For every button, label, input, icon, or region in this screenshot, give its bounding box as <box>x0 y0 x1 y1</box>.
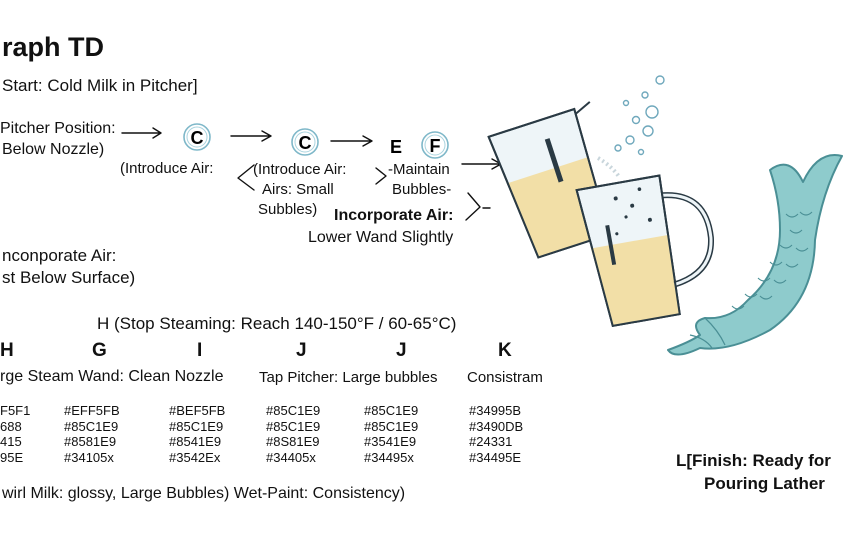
node-inconporate-air-line2: st Below Surface) <box>2 268 136 287</box>
color-code: #3542Ex <box>169 449 221 465</box>
node-letter: C <box>299 133 312 153</box>
color-code-list: #85C1E9 #85C1E9 #3541E9 #34495x <box>364 403 418 465</box>
color-code: #34995B <box>469 403 522 418</box>
color-code: 688 <box>0 418 22 434</box>
color-code: #34105x <box>64 449 114 465</box>
color-code: #BEF5FB <box>169 403 226 418</box>
color-code: #85C1E9 <box>266 418 321 434</box>
color-code: #85C1E9 <box>364 418 419 434</box>
color-code: #8541E9 <box>169 434 222 449</box>
node-incorporate-air-wand-line2: Lower Wand Slightly <box>308 229 454 246</box>
color-code: #3490DB <box>469 418 524 434</box>
color-code-list: #BEF5FB #85C1E9 #8541E9 #3542Ex <box>169 403 225 465</box>
node-letter: C <box>191 128 204 148</box>
color-code-list: #34995B #3490DB #24331 #34495E <box>469 403 523 465</box>
column-label: Tap Pitcher: Large bubbles <box>259 369 438 386</box>
color-code-list: F5F1 688 415 95E <box>0 403 30 465</box>
color-code-list: #85C1E9 #85C1E9 #8S81E9 #34405x <box>266 403 320 465</box>
color-code: #85C1E9 <box>64 418 119 434</box>
color-code: #8581E9 <box>64 434 117 449</box>
color-code: #34495E <box>469 449 522 465</box>
node-introduce-air-1: (Introduce Air: <box>120 160 214 177</box>
node-finish-line2: Pouring Lather <box>704 474 825 493</box>
node-pitcher-position-line1: Pitcher Position: <box>0 120 116 137</box>
column-letter: J <box>296 340 307 361</box>
column-letter: H <box>0 340 14 361</box>
node-maintain-bubbles-line2: Bubbles- <box>392 181 452 198</box>
color-code: #8S81E9 <box>266 434 320 449</box>
color-code: #34405x <box>266 449 316 465</box>
diagram-title: raph TD <box>2 32 105 62</box>
node-maintain-bubbles-line1: -Maintain <box>388 161 450 178</box>
color-code: #85C1E9 <box>266 403 321 418</box>
color-code: #85C1E9 <box>364 403 419 418</box>
node-incorporate-air-wand-line1: Incorporate Air: <box>334 207 454 224</box>
node-introduce-air-2-line3: Subbles) <box>258 201 318 218</box>
circled-node-c2: C <box>291 128 319 156</box>
node-finish-line1: L[Finish: Ready for <box>676 451 831 470</box>
column-letter: I <box>197 340 203 361</box>
node-introduce-air-2-line1: (Introduce Air: <box>253 161 347 178</box>
node-introduce-air-2-line2: Airs: Small <box>262 181 334 198</box>
node-letter-e: E <box>390 137 402 157</box>
mug-icon <box>575 174 714 328</box>
circled-node-f: F <box>421 131 449 159</box>
color-code: #3541E9 <box>364 434 417 449</box>
column-label: rge Steam Wand: Clean Nozzle <box>0 368 224 385</box>
color-code: #85C1E9 <box>169 418 224 434</box>
node-swirl-milk: wirl Milk: glossy, Large Bubbles) Wet-Pa… <box>2 485 406 502</box>
node-letter: F <box>430 136 441 156</box>
color-code: 415 <box>0 434 22 449</box>
color-code: F5F1 <box>0 403 31 418</box>
color-code-list: #EFF5FB #85C1E9 #8581E9 #34105x <box>64 403 120 465</box>
mermaid-tail-icon <box>667 154 843 356</box>
node-start: Start: Cold Milk in Pitcher] <box>2 76 198 95</box>
column-letter: K <box>498 340 512 361</box>
column-letter: J <box>396 340 407 361</box>
bubbles-icon <box>614 75 665 156</box>
node-pitcher-position-line2: Below Nozzle) <box>2 141 105 158</box>
color-code: #EFF5FB <box>64 403 120 418</box>
node-inconporate-air-line1: nconporate Air: <box>2 246 117 265</box>
circled-node-c1: C <box>183 123 211 151</box>
column-letter: G <box>92 340 107 361</box>
node-stop-steaming: H (Stop Steaming: Reach 140-150°F / 60-6… <box>97 314 457 333</box>
column-label: Consistram <box>467 369 543 386</box>
color-code: #24331 <box>469 434 513 449</box>
color-code: #34495x <box>364 449 414 465</box>
color-code: 95E <box>0 449 24 465</box>
